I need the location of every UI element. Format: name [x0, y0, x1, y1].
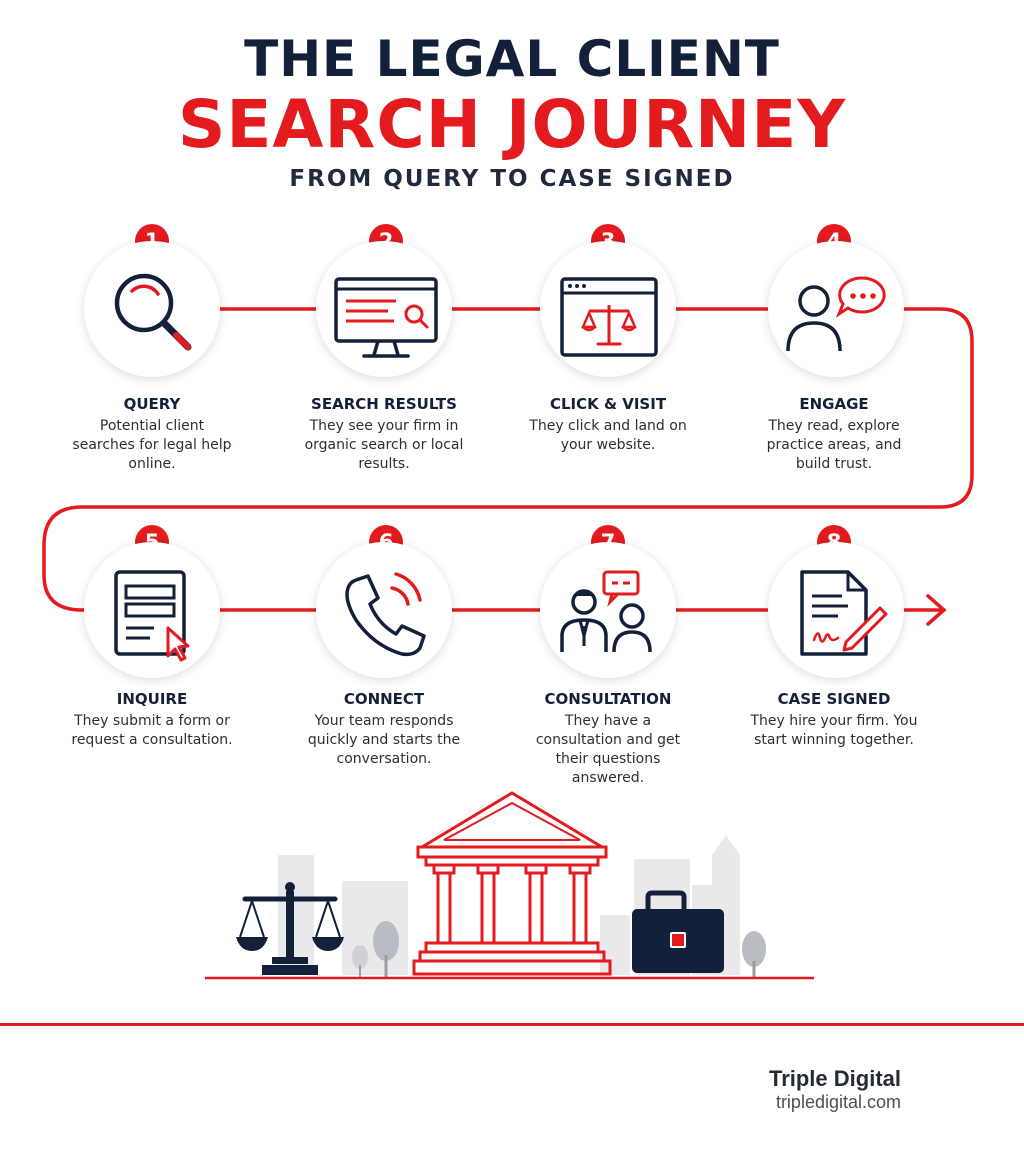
browser-scales-icon	[560, 277, 658, 357]
brand-url[interactable]: tripledigital.com	[775, 1092, 901, 1112]
magnifier-icon	[114, 273, 192, 351]
briefcase-icon	[632, 890, 724, 973]
courthouse-icon	[412, 791, 612, 976]
step-2-circle	[316, 241, 452, 377]
step-1-title: QUERY	[123, 395, 181, 413]
connector-row-wrap	[42, 307, 974, 612]
step-3-title: CLICK & VISIT	[549, 395, 667, 413]
step-8-description: They hire your firm. You start winning t…	[750, 713, 918, 748]
step-5-circle	[84, 542, 220, 678]
step-4-description: They read, explore practice areas, and b…	[766, 418, 902, 472]
subtitle: FROM QUERY TO CASE SIGNED	[289, 166, 735, 192]
step-5-description: They submit a form or request a consulta…	[71, 713, 233, 748]
form-cursor-icon	[114, 570, 190, 662]
step-3-circle	[540, 241, 676, 377]
footer-divider	[0, 1023, 1024, 1026]
trees	[352, 921, 766, 977]
signed-document-icon	[800, 570, 888, 656]
step-1-circle	[84, 241, 220, 377]
step-4-title: ENGAGE	[799, 395, 869, 413]
step-8-title: CASE SIGNED	[777, 690, 891, 708]
step-2-description: They see your firm in organic search or …	[304, 418, 464, 472]
scales-of-justice-icon	[236, 882, 344, 975]
step-3-description: They click and land on your website.	[529, 418, 687, 453]
step-5-title: INQUIRE	[116, 690, 188, 708]
step-6-title: CONNECT	[343, 690, 425, 708]
person-chat-icon	[786, 276, 886, 352]
step-7-description: They have a consultation and get their q…	[535, 713, 681, 786]
step-2-title: SEARCH RESULTS	[311, 395, 457, 413]
step-7-title: CONSULTATION	[544, 690, 672, 708]
step-8-circle	[768, 542, 904, 678]
phone-icon	[345, 572, 426, 657]
step-6-circle	[316, 542, 452, 678]
brand-name: Triple Digital	[768, 1066, 901, 1091]
title-line-2: SEARCH JOURNEY	[177, 86, 847, 163]
courthouse-illustration	[205, 791, 814, 980]
arrow-end-icon	[926, 594, 947, 626]
consultation-icon	[560, 570, 652, 653]
step-7-circle	[540, 542, 676, 678]
journey-connector	[42, 307, 974, 626]
title-line-1: THE LEGAL CLIENT	[244, 30, 780, 88]
step-4-circle	[768, 241, 904, 377]
step-1-description: Potential client searches for legal help…	[72, 418, 232, 472]
step-6-description: Your team responds quickly and starts th…	[307, 713, 461, 767]
monitor-search-icon	[334, 277, 438, 358]
